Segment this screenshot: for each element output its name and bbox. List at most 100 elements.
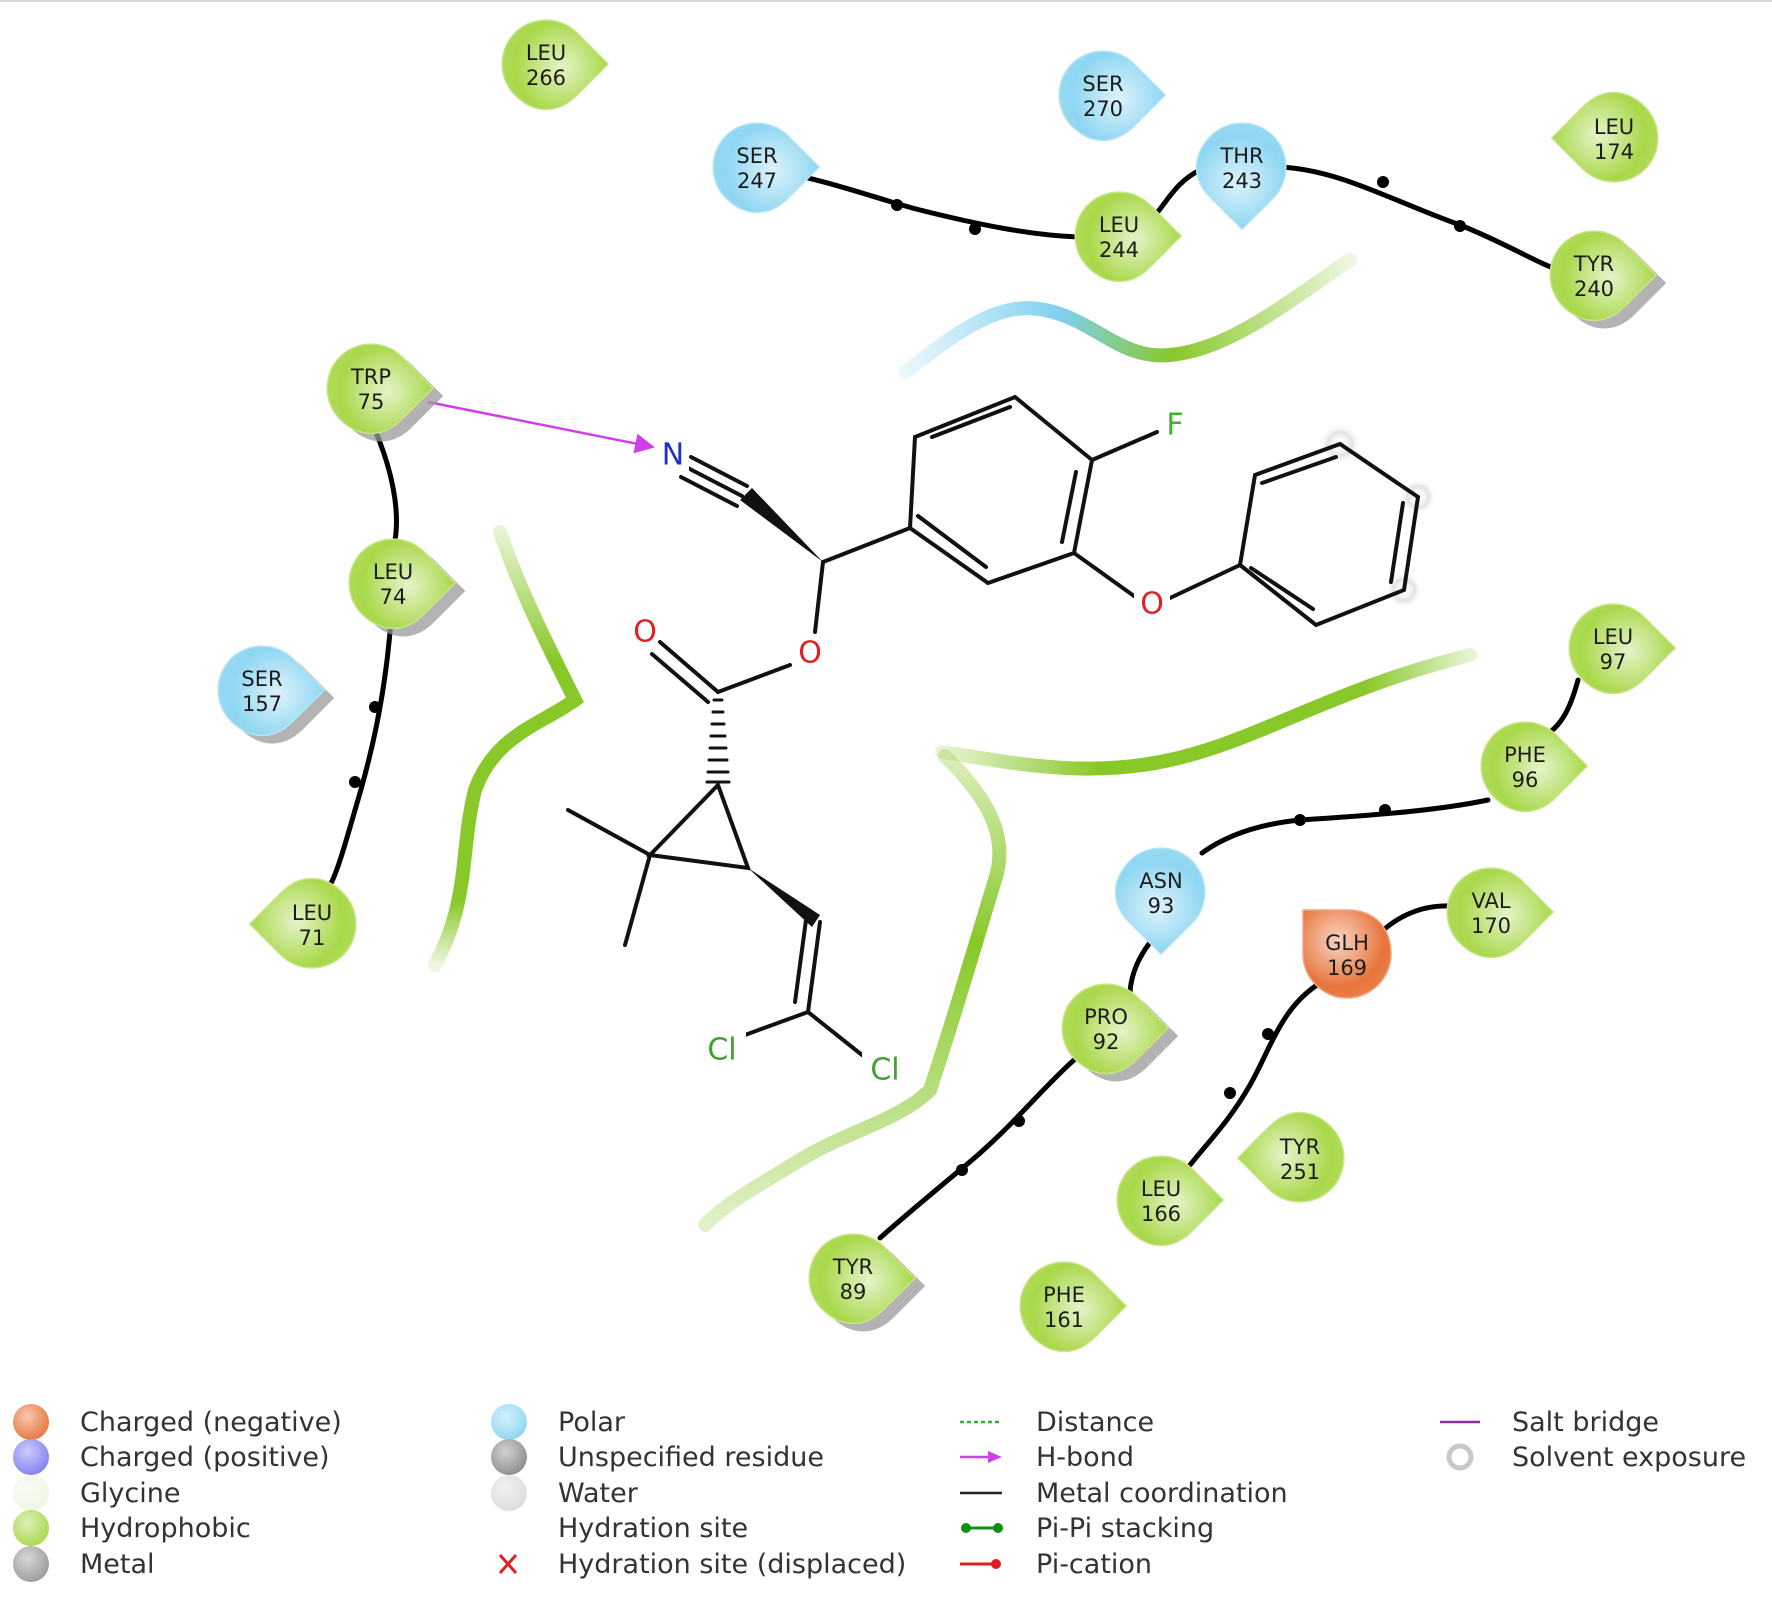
legend-swatch bbox=[1446, 1443, 1474, 1471]
pocket-curve-right bbox=[935, 648, 1477, 776]
hbond-trp75-nitrile bbox=[427, 400, 655, 454]
backbone-chain bbox=[1199, 797, 1491, 856]
legend-item-metal-coord: Metal coordination bbox=[960, 1478, 1288, 1509]
atom-chlorine-1: Cl bbox=[707, 1033, 736, 1068]
residue-number: 247 bbox=[737, 169, 777, 193]
legend-swatch bbox=[13, 1475, 49, 1511]
residue-name: VAL bbox=[1471, 889, 1510, 913]
legend-item-unspecified: Unspecified residue bbox=[491, 1439, 824, 1475]
pocket-outline bbox=[428, 253, 1477, 1232]
legend-label: Distance bbox=[1036, 1407, 1154, 1438]
backbone-chain bbox=[325, 617, 394, 891]
residue-number: 244 bbox=[1099, 238, 1139, 262]
legend-swatch bbox=[491, 1404, 527, 1440]
bond-c-o-double bbox=[658, 640, 720, 694]
legend-item-distance: Distance bbox=[960, 1407, 1154, 1438]
ring-double-bond bbox=[1060, 470, 1078, 544]
wedge-bond bbox=[740, 488, 823, 562]
backbone-chain bbox=[372, 427, 399, 543]
residue-number: 157 bbox=[242, 692, 282, 716]
residue-blob bbox=[1568, 603, 1677, 695]
residue-number: 174 bbox=[1594, 140, 1634, 164]
methyl-bond bbox=[566, 808, 652, 857]
residue-number: 92 bbox=[1093, 1030, 1120, 1054]
residue-blob bbox=[1549, 230, 1658, 322]
legend-swatch bbox=[491, 1475, 527, 1511]
nitrile-bond bbox=[679, 475, 739, 508]
residue-number: 97 bbox=[1600, 650, 1627, 674]
atom-oxygen-carbonyl: O bbox=[633, 615, 657, 650]
residue-blob bbox=[1061, 983, 1170, 1075]
backbone-joint bbox=[969, 223, 981, 235]
residue-name: TRP bbox=[350, 365, 391, 389]
legend-swatch bbox=[13, 1546, 49, 1582]
vinyl-double-bond bbox=[806, 920, 822, 1014]
residue-blob bbox=[1480, 721, 1589, 813]
legend: Charged (negative)Charged (positive)Glyc… bbox=[13, 1404, 1746, 1582]
residue-blob bbox=[1446, 867, 1555, 959]
legend-label: Charged (negative) bbox=[80, 1407, 342, 1438]
atom-chlorine-2: Cl bbox=[870, 1053, 899, 1088]
legend-label: Water bbox=[558, 1478, 639, 1509]
backbone-joint bbox=[1294, 814, 1306, 826]
backbone-chain bbox=[877, 1057, 1077, 1241]
backbone-chain bbox=[1277, 164, 1563, 273]
ring-double-bond bbox=[1260, 455, 1338, 485]
legend-item-hydration: Hydration site bbox=[558, 1513, 748, 1544]
legend-item-water: Water bbox=[491, 1475, 639, 1511]
bond-c-f bbox=[1090, 430, 1159, 462]
residue-name: LEU bbox=[373, 560, 413, 584]
legend-swatch bbox=[13, 1404, 49, 1440]
residue-blob bbox=[1550, 91, 1659, 183]
legend-label: Charged (positive) bbox=[80, 1442, 330, 1473]
residue-number: 96 bbox=[1512, 768, 1539, 792]
legend-label: H-bond bbox=[1036, 1442, 1134, 1473]
residue-blob bbox=[1058, 50, 1167, 142]
residue-name: SER bbox=[1082, 72, 1123, 96]
backbone-chain bbox=[1377, 903, 1455, 936]
legend-label: Metal coordination bbox=[1036, 1478, 1288, 1509]
residue-name: TYR bbox=[1573, 252, 1614, 276]
residue-number: 266 bbox=[526, 66, 566, 90]
bond-calpha-ring bbox=[821, 526, 912, 564]
methyl-bond bbox=[623, 853, 652, 947]
ligand-structure bbox=[566, 394, 1436, 1057]
residue-name: LEU bbox=[1099, 213, 1139, 237]
residue-number: 251 bbox=[1280, 1160, 1320, 1184]
bond-calpha-o bbox=[813, 560, 825, 634]
residue-number: 75 bbox=[358, 390, 385, 414]
residue-name: TYR bbox=[832, 1255, 873, 1279]
residue-number: 161 bbox=[1044, 1308, 1084, 1332]
bond-c-o-double bbox=[650, 652, 710, 704]
backbone-chain bbox=[754, 164, 1081, 240]
vinyl-double-bond bbox=[793, 918, 808, 1004]
residue-name: LEU bbox=[1593, 625, 1633, 649]
residue-name: PRO bbox=[1084, 1005, 1128, 1029]
legend-label: Polar bbox=[558, 1407, 626, 1438]
legend-label: Hydration site (displaced) bbox=[558, 1549, 906, 1580]
legend-item-charged-negative: Charged (negative) bbox=[13, 1404, 342, 1440]
residue-blob bbox=[326, 343, 435, 435]
ring-double-bond bbox=[916, 514, 988, 569]
backbone-joint bbox=[1262, 1028, 1274, 1040]
legend-label: Unspecified residue bbox=[558, 1442, 824, 1473]
nitrile-bond bbox=[684, 465, 744, 498]
residue-name: SER bbox=[241, 667, 282, 691]
bond-o-carbonyl bbox=[716, 663, 792, 694]
residue-name: ASN bbox=[1139, 869, 1182, 893]
phenyl-ring bbox=[1237, 441, 1421, 628]
residue-blob bbox=[1302, 909, 1392, 999]
